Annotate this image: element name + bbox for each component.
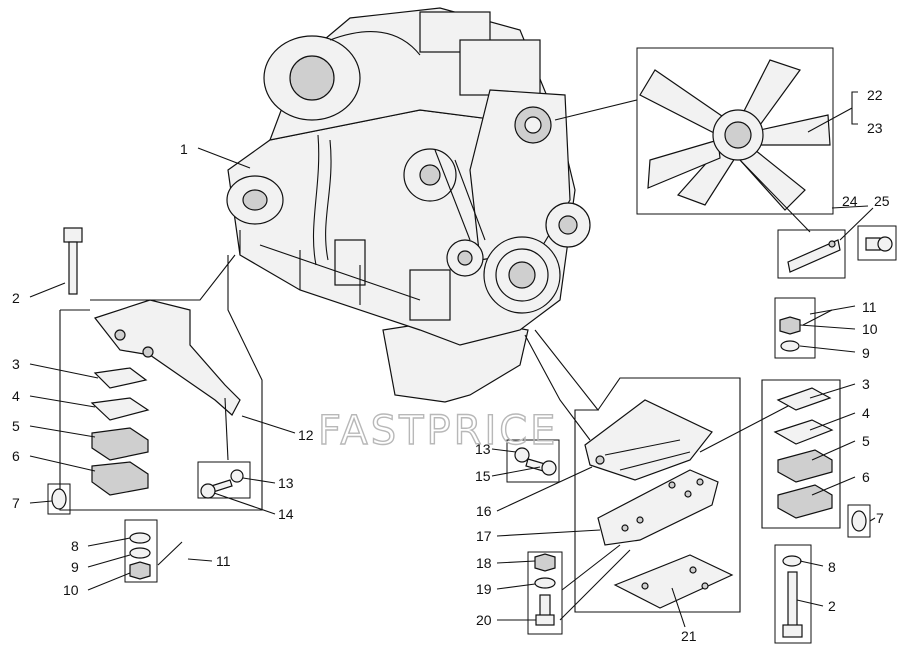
callout-9-right: 9	[862, 345, 870, 361]
callout-10-left: 10	[63, 582, 79, 598]
callout-3-left: 3	[12, 356, 20, 372]
callout-12: 12	[298, 427, 314, 443]
watermark-text: FASTPRICE	[318, 408, 558, 454]
callout-16: 16	[476, 503, 492, 519]
callout-2-left: 2	[12, 290, 20, 306]
callout-8-right: 8	[828, 559, 836, 575]
right-mount-group	[699, 205, 876, 644]
callout-22: 22	[867, 87, 883, 103]
callout-8-left: 8	[71, 538, 79, 554]
callout-5-left: 5	[12, 418, 20, 434]
callout-6-right: 6	[862, 469, 870, 485]
callout-4-right: 4	[862, 405, 870, 421]
callout-18: 18	[476, 555, 492, 571]
left-mount-group	[29, 147, 296, 591]
callout-labels: 1 2 3 4 5 6 7 8 9 10 11 12 13 14 13 15 1…	[12, 87, 890, 644]
callout-4-left: 4	[12, 388, 20, 404]
callout-10-right: 10	[862, 321, 878, 337]
callout-1: 1	[180, 141, 188, 157]
callout-6-left: 6	[12, 448, 20, 464]
callout-5-right: 5	[862, 433, 870, 449]
callout-9-left: 9	[71, 559, 79, 575]
callout-23: 23	[867, 120, 883, 136]
callout-25: 25	[874, 193, 890, 209]
middle-mount-group	[491, 329, 741, 635]
callout-11-right: 11	[862, 299, 877, 315]
fan-spacer-inset	[739, 159, 897, 279]
fan-inset	[554, 47, 834, 215]
callout-14: 14	[278, 506, 294, 522]
callout-17: 17	[476, 528, 492, 544]
callout-19: 19	[476, 581, 492, 597]
callout-15: 15	[475, 468, 491, 484]
callout-13-left: 13	[278, 475, 294, 491]
callout-21: 21	[681, 628, 697, 644]
callout-7-left: 7	[12, 495, 20, 511]
callout-3-right: 3	[862, 376, 870, 392]
callout-2-right: 2	[828, 598, 836, 614]
callout-7-right: 7	[876, 510, 884, 526]
callout-13-middle: 13	[475, 441, 491, 457]
callout-11-left: 11	[216, 553, 231, 569]
bracket-22-23	[807, 91, 858, 133]
callout-24: 24	[842, 193, 858, 209]
engine-assembly	[226, 7, 591, 403]
callout-20: 20	[476, 612, 492, 628]
